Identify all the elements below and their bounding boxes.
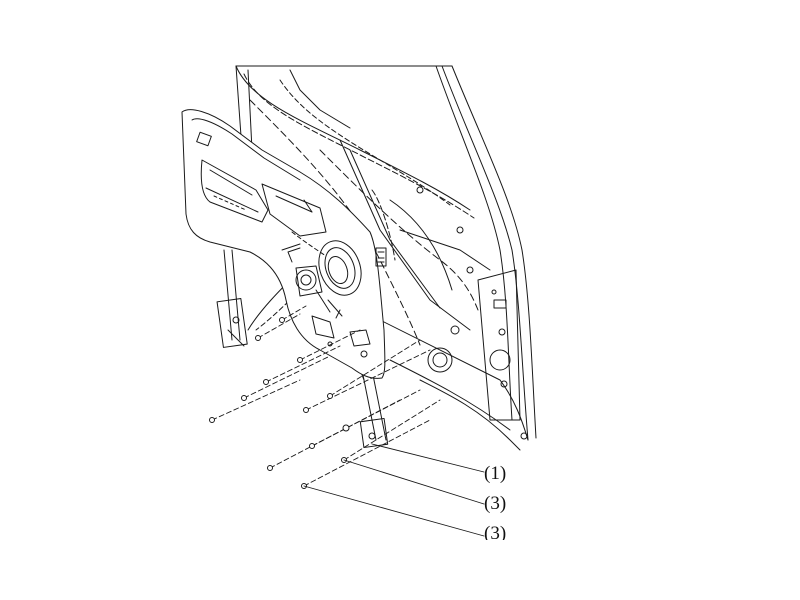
callout-label-1: (1) <box>484 463 507 484</box>
leader-line-3 <box>303 485 485 537</box>
leader-lines <box>303 443 485 537</box>
callout-label-3: (3) <box>484 523 507 544</box>
door-module-panel <box>181 109 386 379</box>
leader-line-2 <box>343 459 485 505</box>
door-module-details <box>191 118 387 358</box>
leader-line-1 <box>371 443 485 473</box>
image-crop-edge <box>470 540 550 560</box>
door-frame <box>235 65 537 451</box>
callout-label-2: (3) <box>484 493 507 514</box>
fasteners <box>211 305 441 487</box>
